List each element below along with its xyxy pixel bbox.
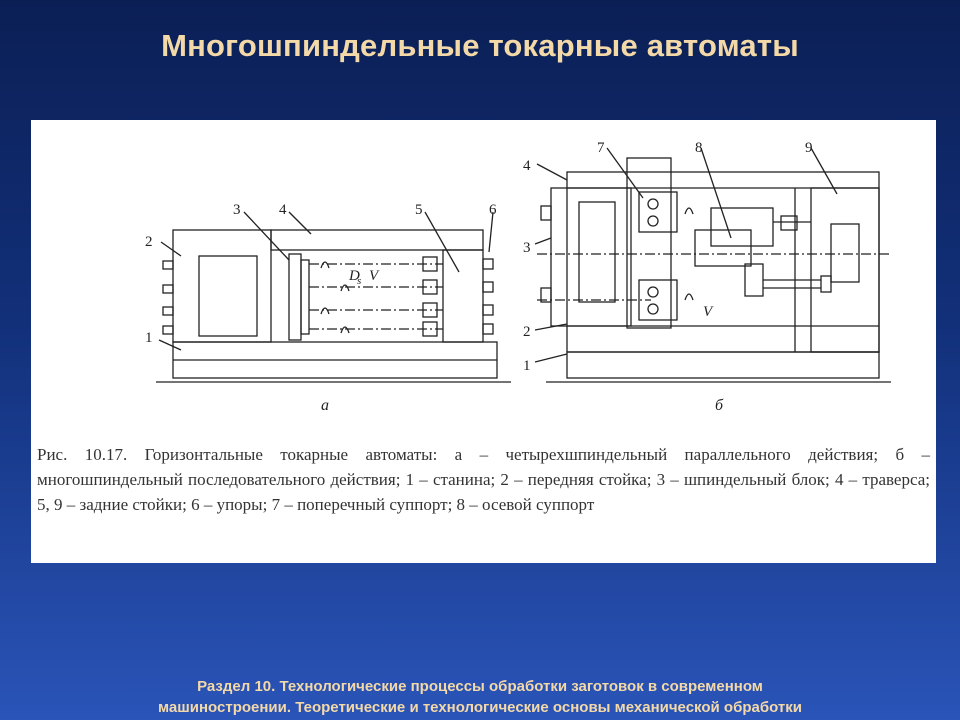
label-b: б bbox=[715, 397, 724, 414]
callout-b-1: 1 bbox=[523, 358, 531, 374]
callout-b-4: 4 bbox=[523, 158, 531, 174]
callout-b-7: 7 bbox=[597, 140, 605, 156]
callout-a-4: 4 bbox=[279, 202, 287, 218]
slide-title: Многошпиндельные токарные автоматы bbox=[161, 28, 799, 63]
callout-a-3: 3 bbox=[233, 202, 241, 218]
callout-b-8: 8 bbox=[695, 140, 703, 156]
callout-b-2: 2 bbox=[523, 324, 531, 340]
drawing-b bbox=[534, 147, 891, 383]
footer-line-1: Раздел 10. Технологические процессы обра… bbox=[197, 678, 763, 695]
symbol-a-v: V bbox=[369, 268, 380, 284]
label-a: а bbox=[321, 397, 329, 414]
figure-panel: 1 2 3 4 5 6 D s V а 1 2 3 4 7 8 9 V б Ри… bbox=[31, 120, 936, 563]
callout-a-5: 5 bbox=[415, 202, 423, 218]
symbol-a-d: D bbox=[348, 268, 360, 284]
symbol-a-s: s bbox=[357, 275, 361, 287]
drawing-a bbox=[156, 211, 511, 383]
callout-a-1: 1 bbox=[145, 330, 153, 346]
callout-b-9: 9 bbox=[805, 140, 813, 156]
callout-b-3: 3 bbox=[523, 240, 531, 256]
callout-a-6: 6 bbox=[489, 202, 497, 218]
slide-footer: Раздел 10. Технологические процессы обра… bbox=[0, 676, 960, 718]
figure-caption: Рис. 10.17. Горизонтальные токарные авто… bbox=[37, 445, 930, 514]
machine-drawings: 1 2 3 4 5 6 D s V а 1 2 3 4 7 8 9 V б bbox=[145, 140, 891, 414]
callout-a-2: 2 bbox=[145, 234, 153, 250]
symbol-b-v: V bbox=[703, 304, 714, 320]
footer-line-2: машиностроении. Теоретические и технолог… bbox=[158, 699, 802, 716]
